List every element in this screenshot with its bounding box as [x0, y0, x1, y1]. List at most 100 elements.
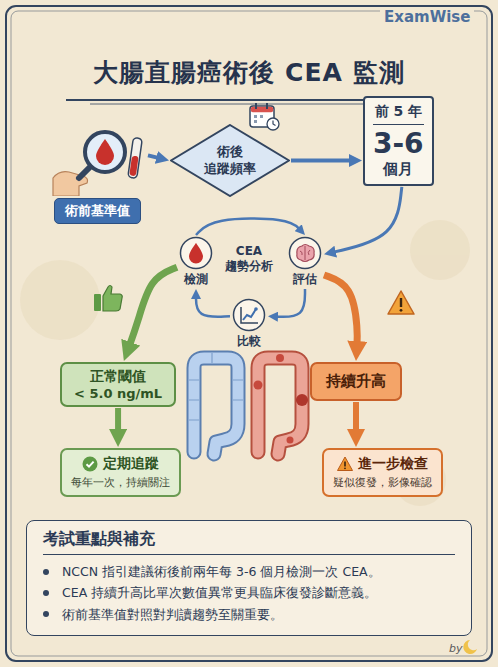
- step-icon: [297, 245, 314, 262]
- step-icon: [254, 307, 258, 311]
- text-row: 術前基準值對照對判讀趨勢至關重要。: [43, 604, 455, 625]
- frame: [6, 6, 492, 661]
- text-row: 定期追蹤: [71, 455, 170, 473]
- follow-up-box: 定期追蹤每年一次，持續關注: [60, 448, 181, 497]
- text-row: NCCN 指引建議術後前兩年每 3-6 個月檢測一次 CEA。: [43, 561, 455, 582]
- magnifier-illustration: [85, 132, 125, 172]
- cycle-step: 檢測: [178, 236, 214, 288]
- healthy-colon: [194, 358, 238, 454]
- calendar-icon: [254, 115, 257, 118]
- text-row: CEA 持續升高比單次數值異常更具臨床復發診斷意義。: [43, 582, 455, 603]
- cycle-center-label: CEA 趨勢分析: [217, 244, 281, 274]
- outcome-heading: 持續升高: [326, 372, 386, 391]
- workup-box: 進一步檢查疑似復發，影像確認: [322, 448, 443, 497]
- warning-icon: [400, 298, 402, 307]
- warning-icon: [388, 291, 414, 314]
- step-icon: [181, 238, 212, 269]
- bullet-text: CEA 持續升高比單次數值異常更具臨床復發診斷意義。: [62, 582, 377, 603]
- step-icon: [179, 236, 213, 270]
- step-icon: [290, 238, 321, 269]
- magnifier-illustration: [96, 139, 114, 165]
- magnifier-illustration: [128, 138, 142, 179]
- check-icon: [82, 456, 98, 472]
- paper-stain: [20, 260, 100, 340]
- outcome-heading: 正常閾值: [74, 368, 162, 386]
- magnifier-illustration: [49, 126, 145, 196]
- normal-box: 正常閾值< 5.0 ng/mL: [60, 362, 176, 407]
- interval-value: 3-6: [373, 129, 424, 160]
- frame-inner: [11, 11, 487, 656]
- step-icon: [241, 307, 258, 323]
- inflamed-colon: [276, 354, 284, 362]
- step-icon: [243, 309, 256, 320]
- step-icon: [189, 243, 203, 264]
- panel-heading: 考試重點與補充: [43, 529, 455, 555]
- inflamed-colon: [254, 354, 309, 454]
- magnifier-illustration: [128, 138, 142, 179]
- step-icon: [288, 236, 322, 270]
- flow-arrow: [115, 408, 121, 436]
- flow-arrow: [291, 159, 354, 163]
- baseline-label: 術前基準值: [54, 198, 141, 224]
- flow-arrow: [196, 295, 230, 317]
- warning-icon: [344, 467, 346, 469]
- healthy-colon: [194, 358, 238, 454]
- inflamed-colon: [287, 437, 294, 444]
- inflamed-colon: [254, 381, 263, 390]
- thumbs-up-icon: [94, 294, 101, 311]
- calendar-icon: [254, 120, 257, 123]
- paper-stain: [410, 220, 470, 280]
- thumbs-up-icon: [94, 286, 122, 312]
- diamond-outline: [171, 125, 289, 196]
- calendar-icon: [266, 103, 268, 109]
- check-icon: [83, 457, 98, 472]
- flow-arrow: [128, 267, 177, 350]
- warning-icon: [388, 291, 414, 314]
- signature: by: [449, 642, 463, 655]
- warning-icon: [400, 309, 403, 312]
- cycle-step: 比較: [231, 298, 267, 350]
- moon-icon: [463, 640, 477, 654]
- period-heading: 前 5 年: [373, 103, 424, 125]
- calendar-icon: [250, 103, 279, 130]
- step-icon: [300, 246, 310, 260]
- decision-diamond: 術後 追蹤頻率: [170, 124, 290, 197]
- calendar-icon: [260, 115, 263, 118]
- magnifier-illustration: [129, 156, 138, 177]
- flow-arrow: [148, 155, 161, 158]
- calendar-icon: [251, 107, 273, 113]
- decision-text: 術後 追蹤頻率: [204, 144, 256, 177]
- inflamed-colon: [296, 394, 308, 406]
- bullet-dot: [43, 611, 49, 617]
- paper-stain: [20, 220, 470, 506]
- calendar-icon: [255, 103, 257, 109]
- action-note: 每年一次，持續關注: [71, 475, 170, 490]
- title-underline: [90, 104, 408, 105]
- text-row: 進一步檢查: [333, 455, 432, 473]
- calendar-icon: [273, 121, 276, 126]
- bullet-text: NCCN 指引建議術後前兩年每 3-6 個月檢測一次 CEA。: [62, 561, 381, 582]
- healthy-colon: [189, 353, 243, 420]
- flow-arrow: [353, 402, 359, 436]
- bullet-text: 術前基準值對照對判讀趨勢至關重要。: [62, 604, 283, 625]
- check-icon: [87, 462, 94, 467]
- rising-box: 持續升高: [310, 362, 402, 401]
- brand-label: ExamWise: [380, 8, 474, 26]
- flow-arrow: [331, 187, 402, 253]
- action-note: 疑似復發，影像確認: [333, 475, 432, 490]
- interval-unit: 個月: [373, 160, 424, 179]
- threshold-value: < 5.0 ng/mL: [74, 386, 162, 401]
- step-icon: [234, 300, 265, 331]
- step-label: 比較: [237, 333, 261, 350]
- healthy-colon: [189, 353, 243, 454]
- baseline-node: 術前基準值: [47, 126, 147, 224]
- step-label: 評估: [293, 271, 317, 288]
- frequency-box: 前 5 年 3-6個月: [363, 96, 434, 186]
- cycle-step: 評估: [287, 236, 323, 288]
- action-heading: 定期追蹤: [103, 455, 159, 473]
- bullet-dot: [43, 590, 49, 596]
- title: 大腸直腸癌術後 CEA 監測: [0, 56, 498, 89]
- action-heading: 進一步檢查: [358, 455, 428, 473]
